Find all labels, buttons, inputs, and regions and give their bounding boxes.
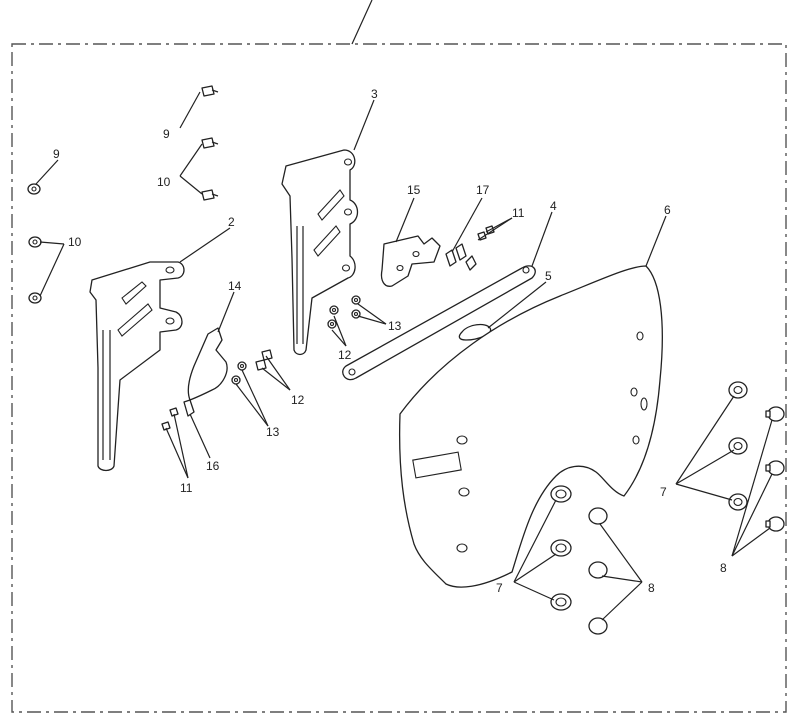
part-14-plate [187, 327, 228, 401]
part-9-10-fasteners-left [27, 85, 219, 304]
part-3-right-bracket [281, 149, 359, 356]
part-8-caps-loose [765, 406, 785, 532]
small-hardware [161, 225, 495, 431]
part-7-grommets-screen [550, 485, 572, 611]
part-15-clamp-bracket [380, 235, 441, 287]
label-part-12-left: 12 [291, 393, 305, 407]
label-part-14: 14 [228, 279, 242, 293]
part-4-support-rod [342, 265, 536, 381]
label-part-9-left: 9 [53, 147, 60, 161]
label-part-13-top: 13 [388, 319, 402, 333]
label-part-7-loose: 7 [660, 485, 667, 499]
label-part-17: 17 [476, 183, 490, 197]
label-part-13-left: 13 [266, 425, 280, 439]
part-2-left-bracket [89, 261, 185, 472]
label-part-12-top: 12 [338, 348, 352, 362]
part-6-windscreen [398, 265, 663, 588]
label-part-2: 2 [228, 215, 235, 229]
leader-lines [35, 91, 773, 621]
label-part-6: 6 [664, 203, 671, 217]
label-part-8-loose: 8 [720, 561, 727, 575]
label-part-4: 4 [550, 199, 557, 213]
part-7-grommets-loose [728, 381, 748, 511]
label-part-7-screen: 7 [496, 581, 503, 595]
label-part-11-top: 11 [512, 206, 525, 220]
label-part-3: 3 [371, 87, 378, 101]
label-part-8-screen: 8 [648, 581, 655, 595]
label-part-10-left: 10 [68, 235, 82, 249]
part-labels: 3 2 4 5 6 14 15 17 11 9 10 9 10 13 12 12… [53, 87, 727, 595]
frame-pointer-line [351, 0, 373, 45]
assembly-frame [11, 43, 787, 713]
label-part-10-top: 10 [157, 175, 171, 189]
part-8-caps-screen [588, 507, 608, 635]
label-part-9-top: 9 [163, 127, 170, 141]
label-part-15: 15 [407, 183, 421, 197]
label-part-11-bottom: 11 [180, 481, 193, 495]
label-part-5: 5 [545, 269, 552, 283]
label-part-16: 16 [206, 459, 220, 473]
